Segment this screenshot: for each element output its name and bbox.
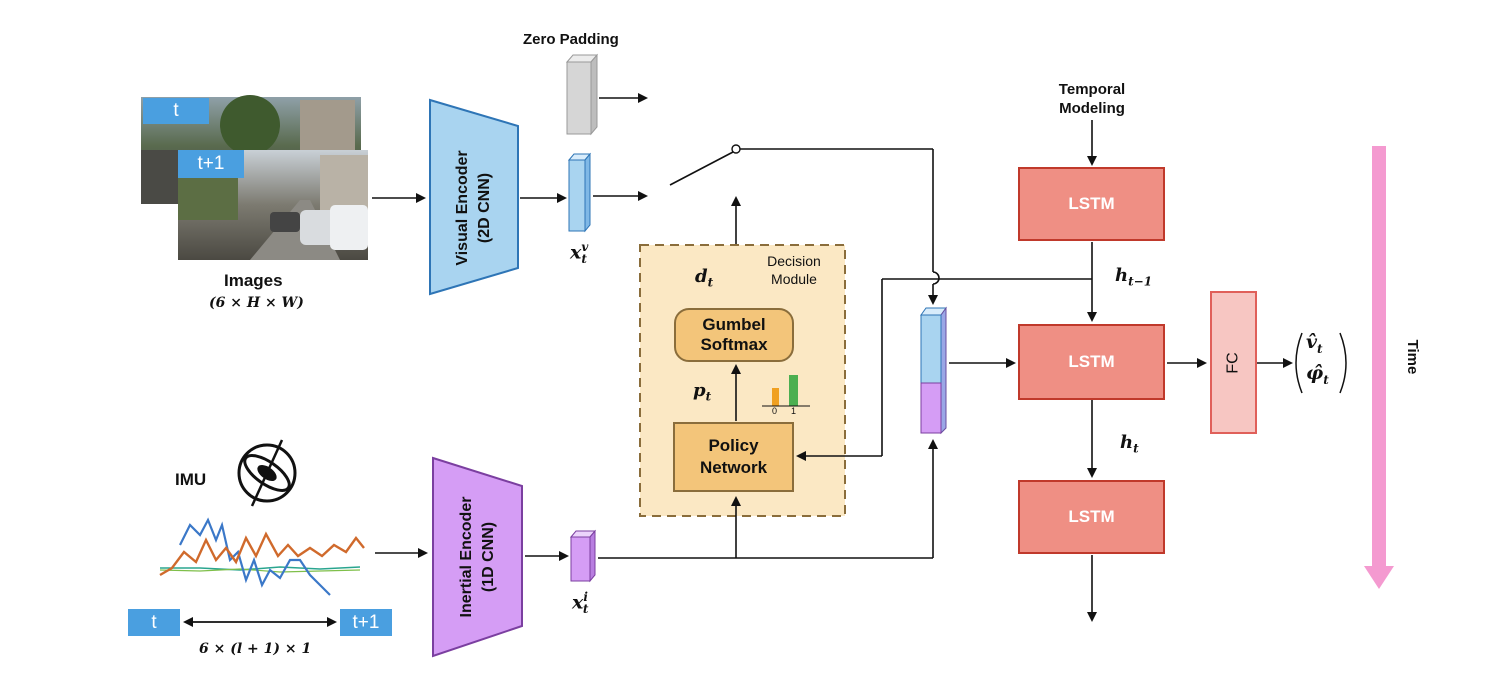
x-v-base: x <box>570 241 582 264</box>
decision-module-title-line2: Module <box>771 271 817 287</box>
x-v-sup: v <box>581 240 589 254</box>
output-v: v̂t <box>1306 331 1323 356</box>
decision-module-title: Decision Module <box>758 252 830 288</box>
imu-tag-t-plus-1: t+1 <box>340 609 392 636</box>
policy-line2: Network <box>699 458 768 477</box>
visual-encoder-line2: (2D CNN) <box>476 172 493 244</box>
decision-module-title-line1: Decision <box>767 253 821 269</box>
inertial-encoder-line2: (1D CNN) <box>480 521 497 593</box>
visual-encoder-line1: Visual Encoder <box>454 150 471 266</box>
gumbel-softmax-box: Gumbel Softmax <box>675 309 793 361</box>
visual-encoder-label: Visual Encoder (2D CNN) <box>452 118 496 298</box>
decision-p-label: pt <box>693 380 712 404</box>
fc-label: FC <box>1224 352 1242 374</box>
inertial-encoder-shape <box>432 456 523 658</box>
visual-encoder-shape <box>429 98 519 296</box>
images-dims: (6 × H × W) <box>209 295 304 311</box>
time-arrow <box>1364 146 1394 589</box>
lstm-middle: LSTM <box>1018 324 1165 400</box>
inertial-feature-vector <box>569 529 597 583</box>
imu-label: IMU <box>175 470 207 489</box>
gumbel-line1: Gumbel <box>702 315 766 334</box>
hist-tick-0: 0 <box>772 406 778 416</box>
probability-histogram <box>762 375 810 407</box>
zero-padding-label: Zero Padding <box>523 31 619 48</box>
inertial-encoder-label: Inertial Encoder (1D CNN) <box>456 467 500 647</box>
temporal-line2: Modeling <box>1059 100 1125 117</box>
images-label: Images <box>224 271 283 290</box>
time-label: Time <box>1404 339 1421 375</box>
h-t-label: ht <box>1120 432 1139 456</box>
fc-box <box>1210 291 1257 434</box>
image-frame-t-plus-1 <box>178 150 368 260</box>
fused-feature-vector <box>920 306 947 435</box>
lstm-bottom: LSTM <box>1018 480 1165 554</box>
imu-gyroscope-icon <box>237 439 297 507</box>
imu-tag-t: t <box>128 609 180 636</box>
h-prev-label: ht−1 <box>1115 265 1153 289</box>
output-phi: φ̂t <box>1306 361 1329 387</box>
x-i-sup: i <box>583 590 588 604</box>
visual-feature-label: xvt <box>570 240 589 267</box>
hist-tick-1: 1 <box>791 406 797 416</box>
policy-line1: Policy <box>708 436 759 455</box>
x-i-base: x <box>572 591 584 614</box>
imu-dims: 6 × (l + 1) × 1 <box>199 641 312 657</box>
x-v-sub: t <box>581 252 587 267</box>
visual-feature-vector <box>567 152 592 233</box>
zero-padding-vector <box>565 53 599 136</box>
lstm-top: LSTM <box>1018 167 1165 241</box>
selection-switch <box>669 151 734 186</box>
inertial-feature-label: xit <box>572 590 588 616</box>
gumbel-line2: Softmax <box>700 335 768 354</box>
x-i-sub: t <box>582 602 589 617</box>
output-vector: v̂t φ̂t <box>1306 330 1329 392</box>
decision-d-label: dt <box>695 266 714 290</box>
image-tag-t-plus-1: t+1 <box>178 150 244 178</box>
inertial-encoder-line1: Inertial Encoder <box>458 496 475 618</box>
temporal-modeling-label: Temporal Modeling <box>1040 80 1144 118</box>
temporal-line1: Temporal <box>1058 81 1126 98</box>
imu-signal-plot <box>159 517 365 596</box>
image-tag-t: t <box>143 98 209 124</box>
policy-network-box: Policy Network <box>674 423 793 491</box>
